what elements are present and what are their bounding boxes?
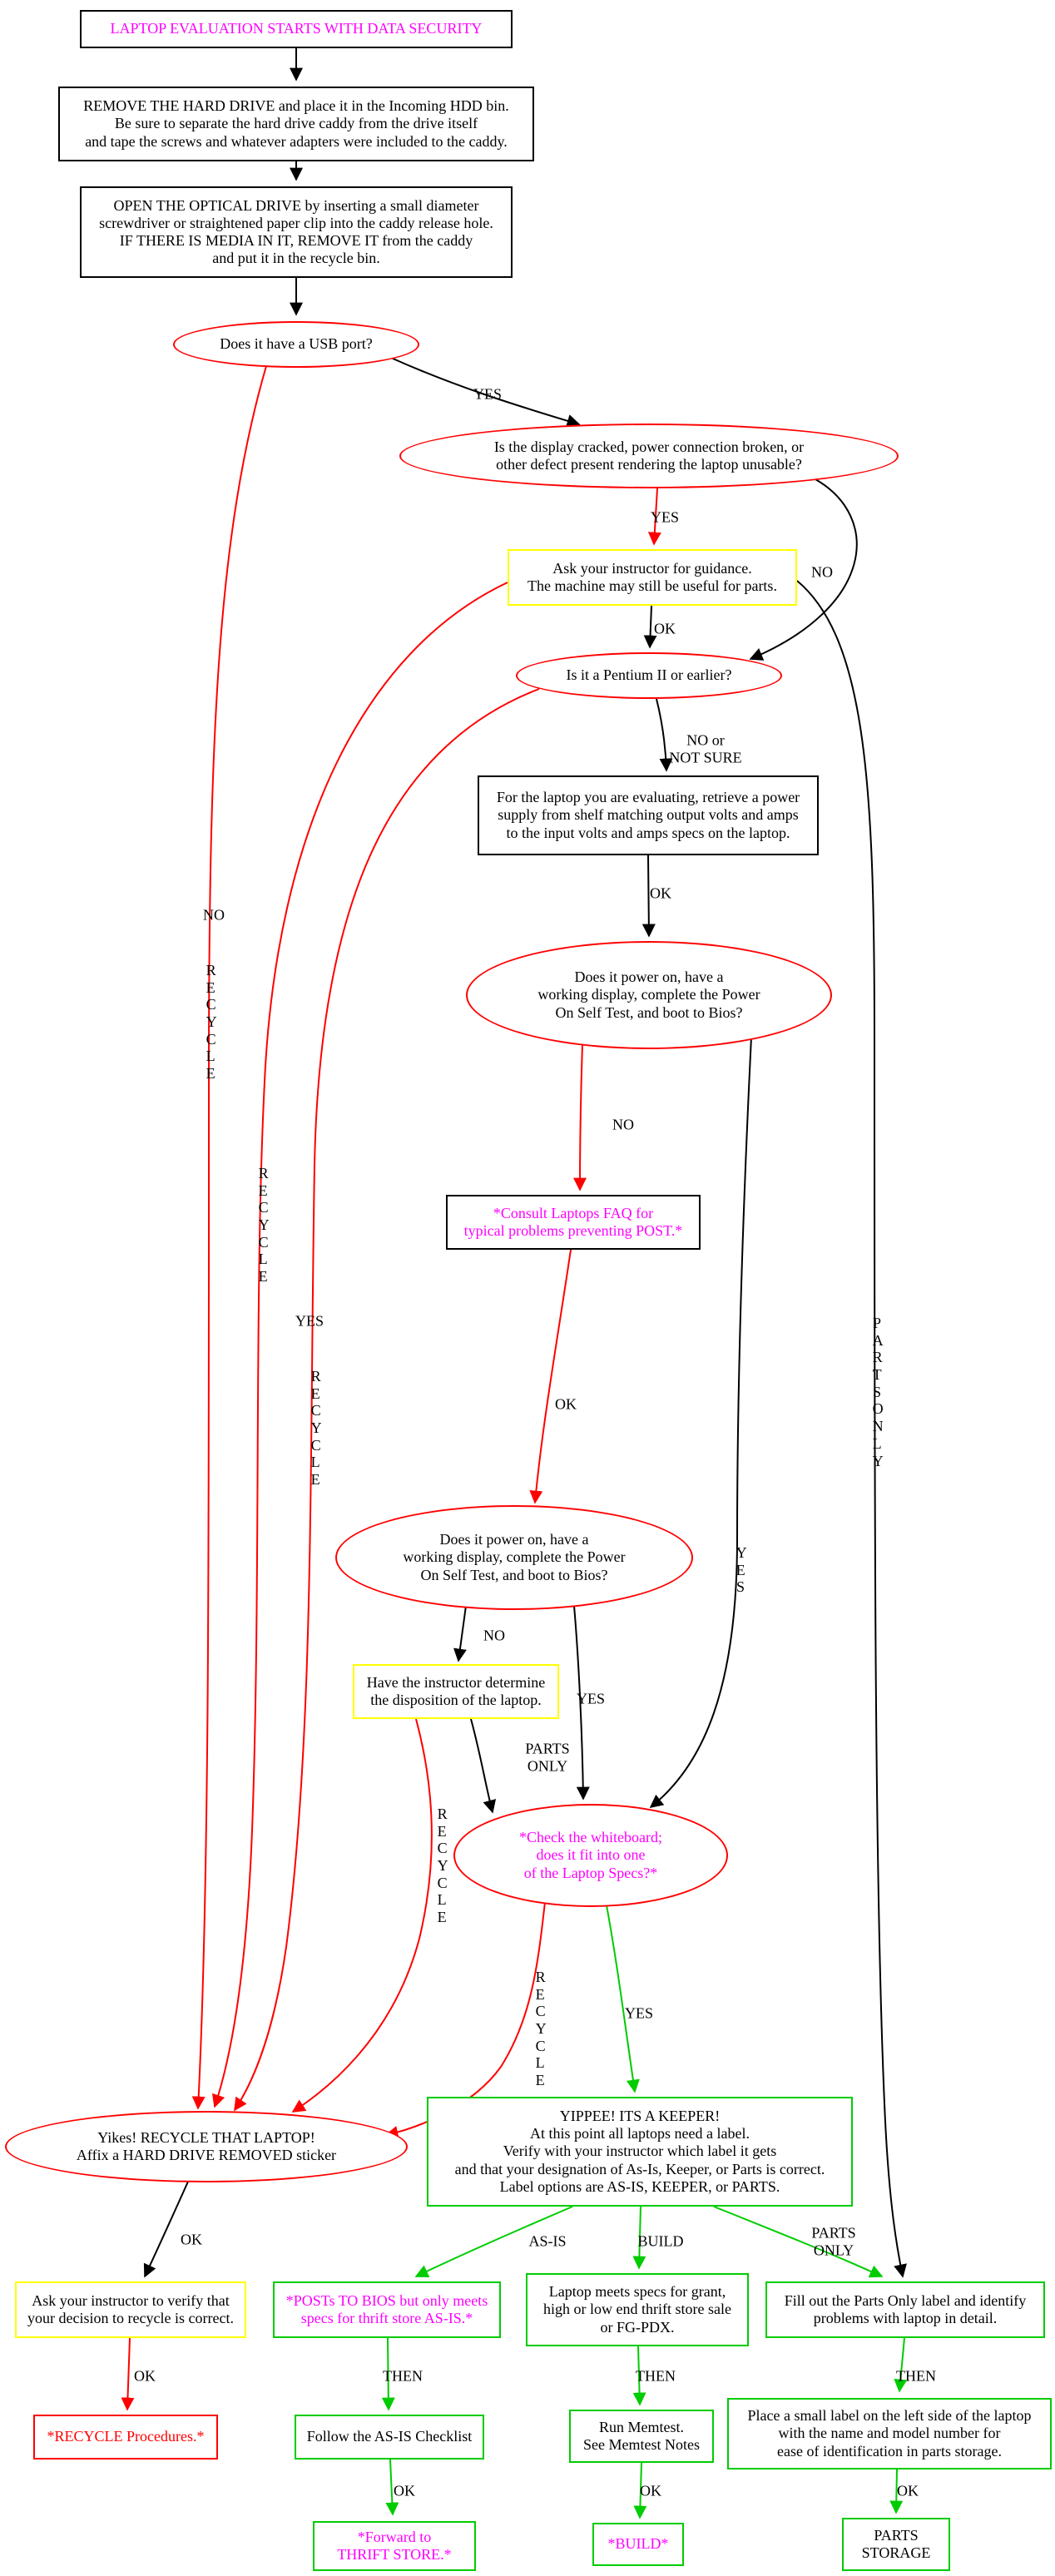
edge-label-post1-no: NO <box>612 1116 634 1133</box>
edge-label-guidance-ok: OK <box>654 620 676 637</box>
edge-label-disposition-parts-only: PARTS ONLY <box>525 1740 570 1774</box>
edge-label-recycle-5: RECYCLE <box>535 1969 547 2089</box>
edge-label-recycle-1: RECYCLE <box>206 962 217 1082</box>
step-parts-only-label: Fill out the Parts Only label and identi… <box>765 2281 1045 2338</box>
edge-pentium-to-yikes <box>234 688 540 2112</box>
step-retrieve-power-supply: For the laptop you are evaluating, retri… <box>478 775 819 855</box>
edge-defect-to-guidance <box>647 488 661 546</box>
edge-usb-to-defect <box>390 357 581 428</box>
edge-label-post1-yes: YES <box>736 1544 747 1596</box>
edge-guidance-to-parts-label <box>796 580 907 2278</box>
edge-checklist-to-thrift <box>385 2459 399 2516</box>
edge-disposition-to-yikes <box>291 1718 433 2113</box>
edge-memtest-to-build <box>633 2462 647 2519</box>
edge-label-faq-ok: OK <box>555 1395 577 1413</box>
step-title: LAPTOP EVALUATION STARTS WITH DATA SECUR… <box>80 10 513 48</box>
edge-label-post2-yes: YES <box>576 1690 606 1707</box>
edge-label-smalllabel-ok: OK <box>897 2482 919 2499</box>
edge-label-as-is: AS-IS <box>528 2232 567 2250</box>
edge-yippee-to-asis <box>414 2206 573 2277</box>
edge-whiteboard-to-yippee <box>606 1905 640 2093</box>
edge-buildspecs-to-memtest <box>632 2346 646 2406</box>
edge-label-then-parts: THEN <box>896 2367 936 2385</box>
edge-usb-to-yikes <box>191 365 267 2110</box>
edge-disposition-to-whiteboard <box>470 1718 497 1814</box>
step-instructor-guidance: Ask your instructor for guidance. The ma… <box>508 549 797 606</box>
edge-smalllabel-to-storage <box>889 2469 904 2514</box>
step-yikes-recycle: Yikes! RECYCLE THAT LAPTOP! Affix a HARD… <box>5 2111 408 2182</box>
edge-label-recycle-3: RECYCLE <box>310 1368 322 1489</box>
step-remove-hard-drive: REMOVE THE HARD DRIVE and place it in th… <box>58 87 534 161</box>
step-yippee-keeper: YIPPEE! ITS A KEEPER! At this point all … <box>427 2097 853 2207</box>
step-forward-thrift-store: *Forward to THRIFT STORE.* <box>313 2521 476 2571</box>
edge-power-to-post1 <box>641 855 656 938</box>
edge-label-recycle-2: RECYCLE <box>258 1165 270 1286</box>
step-small-label: Place a small label on the left side of … <box>727 2398 1052 2469</box>
edge-post1-to-faq <box>573 1043 587 1191</box>
step-build: *BUILD* <box>592 2523 684 2566</box>
edge-label-post2-no: NO <box>483 1627 505 1644</box>
edge-defect-to-pentium <box>749 478 858 661</box>
step-run-memtest: Run Memtest. See Memtest Notes <box>569 2410 714 2463</box>
edge-label-then-asis: THEN <box>383 2367 423 2385</box>
step-build-specs: Laptop meets specs for grant, high or lo… <box>526 2273 749 2346</box>
step-instructor-disposition: Have the instructor determine the dispos… <box>353 1664 559 1719</box>
edge-label-usb-yes: YES <box>473 385 503 403</box>
step-parts-storage: PARTS STORAGE <box>842 2518 950 2571</box>
decision-usb-port: Does it have a USB port? <box>173 321 419 368</box>
edge-label-power-ok: OK <box>650 884 671 902</box>
edge-post1-to-whiteboard <box>649 1036 752 1808</box>
decision-pentium-ii: Is it a Pentium II or earlier? <box>516 652 782 699</box>
edge-label-parts-only-vertical: PARTS ONLY <box>872 1315 884 1469</box>
decision-power-on-post-2: Does it power on, have a working display… <box>335 1505 693 1610</box>
edge-asis-to-checklist <box>381 2337 395 2411</box>
edge-label-pentium-no: NO or NOT SURE <box>669 731 742 765</box>
edge-label-verify-ok: OK <box>134 2367 156 2385</box>
edge-post2-to-disposition <box>453 1605 467 1662</box>
edge-label-yippee-parts-only: PARTS ONLY <box>811 2224 856 2258</box>
edge-label-whiteboard-yes: YES <box>624 2004 654 2022</box>
edge-label-defect-yes: YES <box>650 508 680 526</box>
edge-label-memtest-ok: OK <box>640 2482 661 2499</box>
step-recycle-procedures: *RECYCLE Procedures.* <box>33 2415 218 2460</box>
step-asis-checklist: Follow the AS-IS Checklist <box>295 2415 484 2460</box>
edge-faq-to-post2 <box>529 1249 572 1504</box>
decision-check-whiteboard: *Check the whiteboard; does it fit into … <box>453 1804 728 1907</box>
step-consult-laptops-faq: *Consult Laptops FAQ for typical problem… <box>446 1195 701 1250</box>
edge-label-then-build: THEN <box>636 2367 676 2385</box>
edge-verify-to-procedures <box>121 2337 135 2411</box>
edge-label-defect-no: NO <box>811 563 833 581</box>
step-open-optical-drive: OPEN THE OPTICAL DRIVE by inserting a sm… <box>80 186 513 278</box>
edge-label-checklist-ok: OK <box>394 2482 415 2499</box>
edge-label-usb-no: NO <box>203 906 225 924</box>
edge-partslabel-to-smalllabel <box>894 2337 908 2393</box>
decision-power-on-post-1: Does it power on, have a working display… <box>466 941 832 1049</box>
edge-yippee-to-parts-label <box>713 2206 884 2278</box>
step-verify-recycle: Ask your instructor to verify that your … <box>15 2281 246 2338</box>
edge-guidance-to-yikes <box>211 582 508 2108</box>
edge-whiteboard-to-yikes <box>384 1901 546 2139</box>
edge-label-yikes-ok: OK <box>181 2231 202 2248</box>
edge-label-pentium-yes: YES <box>295 1312 324 1330</box>
step-asis-specs: *POSTs TO BIOS but only meets specs for … <box>273 2281 501 2338</box>
edge-label-recycle-4: RECYCLE <box>437 1806 448 1926</box>
edge-label-build: BUILD <box>637 2232 684 2250</box>
edge-guidance-to-pentium <box>643 605 657 649</box>
decision-display-defect: Is the display cracked, power connection… <box>399 424 899 488</box>
edge-yippee-to-build-specs <box>632 2206 646 2270</box>
edge-pentium-to-power <box>656 698 673 772</box>
edge-yikes-to-verify <box>143 2181 189 2278</box>
edge-post2-to-whiteboard <box>573 1605 590 1801</box>
